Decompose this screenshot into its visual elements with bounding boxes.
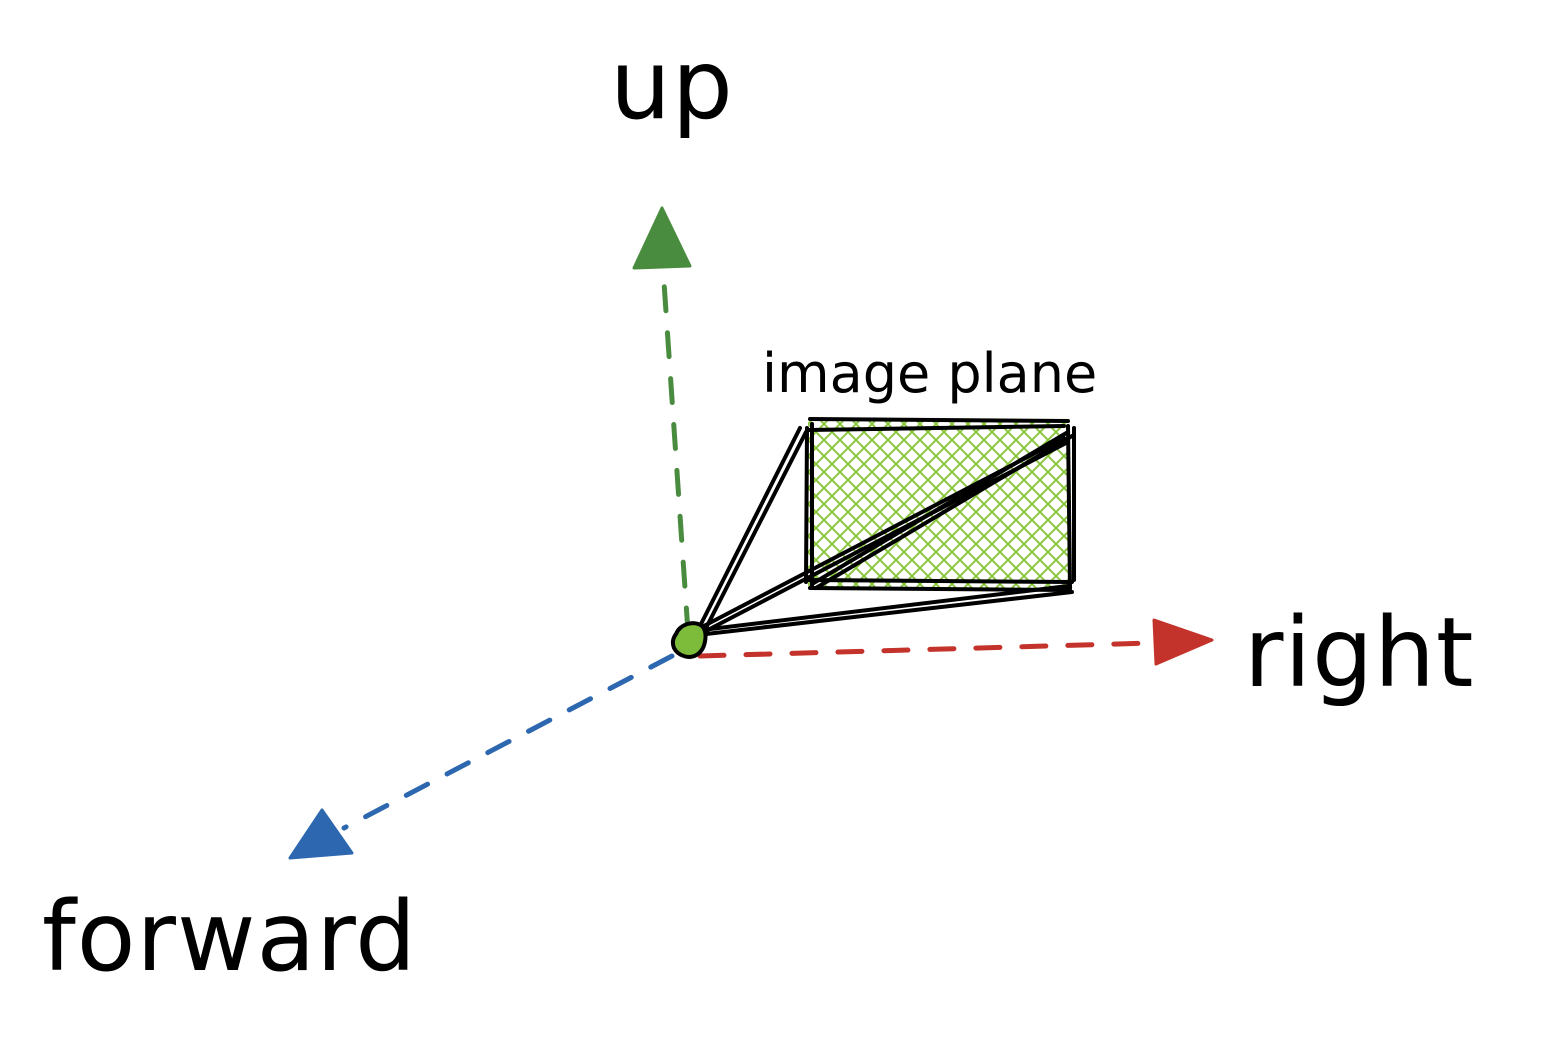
up-axis-line <box>660 265 691 635</box>
up-axis <box>632 206 692 635</box>
up-arrowhead-icon <box>632 206 692 270</box>
right-arrowhead-icon <box>1152 618 1214 666</box>
right-axis <box>697 618 1214 666</box>
view-frustum <box>698 426 1074 636</box>
forward-label: forward <box>42 881 417 993</box>
forward-axis-line <box>341 653 675 831</box>
right-axis-line <box>697 640 1155 659</box>
image-plane-label: image plane <box>762 342 1097 405</box>
forward-arrowhead-icon <box>288 808 354 860</box>
up-label: up <box>610 29 734 141</box>
right-label: right <box>1244 597 1475 709</box>
camera-origin <box>670 621 708 659</box>
camera-origin-icon <box>670 621 708 659</box>
forward-axis <box>288 653 675 860</box>
